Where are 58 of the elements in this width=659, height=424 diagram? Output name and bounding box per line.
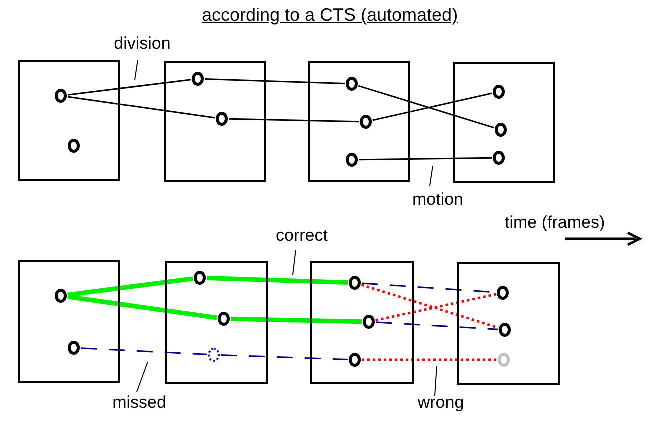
cell-circle bbox=[492, 150, 504, 164]
leader-line bbox=[434, 366, 438, 396]
cell-circle bbox=[496, 286, 508, 300]
cell-circle bbox=[498, 352, 510, 366]
track-link bbox=[80, 348, 208, 356]
frame-box bbox=[18, 60, 120, 181]
frame-box bbox=[457, 262, 560, 385]
cell-circle bbox=[360, 114, 372, 128]
track-link bbox=[206, 276, 348, 286]
track-link bbox=[376, 293, 496, 322]
callout-label: wrong bbox=[408, 393, 474, 413]
cell-circle bbox=[194, 270, 206, 284]
track-link bbox=[361, 284, 499, 330]
track-link bbox=[228, 118, 360, 123]
cell-circle bbox=[492, 84, 504, 98]
cell-circle bbox=[192, 72, 204, 86]
frame-box bbox=[310, 261, 414, 384]
frame-box bbox=[165, 261, 268, 384]
cell-circle bbox=[494, 122, 506, 136]
track-link bbox=[68, 79, 192, 96]
cell-circle bbox=[216, 112, 228, 126]
frame-box bbox=[453, 62, 555, 183]
callout-label: division bbox=[105, 34, 180, 54]
frame-box bbox=[18, 260, 120, 383]
track-link bbox=[220, 354, 348, 360]
track-link bbox=[358, 85, 495, 129]
track-link bbox=[68, 96, 216, 119]
track-link bbox=[358, 157, 492, 161]
diagram-title: according to a CTS (automated) bbox=[200, 4, 460, 27]
cell-circle bbox=[348, 276, 360, 290]
track-link bbox=[376, 322, 498, 330]
callout-label: missed bbox=[102, 393, 177, 413]
cell-circle bbox=[68, 138, 80, 152]
callout-label: motion bbox=[403, 190, 473, 210]
leader-line bbox=[136, 362, 148, 392]
axis-label: time (frames) bbox=[505, 212, 606, 234]
leader-line bbox=[134, 60, 138, 80]
cell-circle bbox=[54, 288, 66, 302]
cell-circle bbox=[54, 88, 66, 102]
frame-box bbox=[308, 61, 410, 182]
cell-circle bbox=[348, 352, 360, 366]
callout-label: correct bbox=[266, 226, 338, 246]
track-link bbox=[230, 316, 362, 324]
track-link bbox=[372, 92, 492, 122]
track-link bbox=[68, 294, 218, 320]
cell-circle bbox=[218, 312, 230, 326]
cell-circle bbox=[362, 314, 374, 328]
leader-line bbox=[430, 166, 434, 186]
cell-circle bbox=[68, 340, 80, 354]
track-link bbox=[362, 358, 497, 362]
track-link bbox=[204, 78, 346, 85]
cell-circle bbox=[498, 322, 510, 336]
cell-circle bbox=[346, 152, 358, 166]
missing-cell-marker bbox=[208, 348, 220, 362]
track-link bbox=[68, 276, 194, 298]
cell-circle bbox=[346, 76, 358, 90]
leader-line bbox=[292, 250, 296, 276]
frame-box bbox=[164, 61, 266, 182]
